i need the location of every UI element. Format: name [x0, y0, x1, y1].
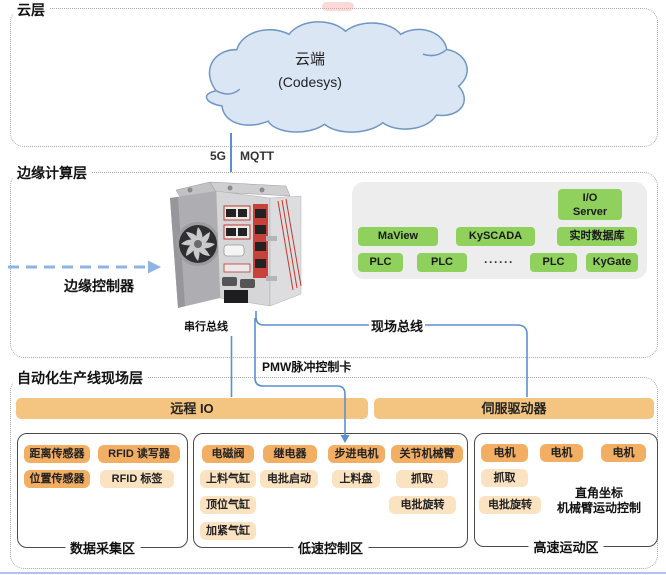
chip-screwdriver-rotate-high: 电批旋转: [479, 496, 541, 514]
field-layer-box: 自动化生产线现场层 远程 IO 伺服驱动器 距离传感器 RFID 读写器 位置传…: [10, 368, 658, 569]
io-server-line1: I/O: [582, 192, 598, 204]
app-box-kyscada: KySCADA: [456, 227, 535, 246]
edge-controller-image: [158, 176, 313, 318]
servo-drive-banner: 伺服驱动器: [374, 398, 654, 419]
chip-grab-low: 抓取: [396, 470, 448, 488]
highlight-smudge: [322, 2, 354, 11]
chip-stepper-motor: 步进电机: [328, 445, 385, 463]
edge-software-panel: I/O Server MaView KySCADA 实时数据库 PLC PLC …: [352, 182, 647, 279]
chip-screwdriver-rotate-low: 电批旋转: [389, 496, 456, 514]
chip-relay: 继电器: [263, 445, 317, 463]
plc-box-2: PLC: [417, 253, 467, 272]
zone-label-low-speed: 低速控制区: [292, 538, 369, 557]
chip-rfid-reader: RFID 读写器: [98, 445, 180, 463]
chip-motor-3: 电机: [601, 444, 646, 462]
chip-screwdriver-start: 电批启动: [260, 470, 318, 488]
cloud-shape: [205, 21, 468, 133]
field-layer-label: 自动化生产线现场层: [13, 368, 147, 388]
chip-grab-high: 抓取: [481, 469, 528, 487]
app-box-maview: MaView: [358, 227, 438, 246]
chip-rfid-tag: RFID 标签: [100, 470, 174, 488]
plc-ellipsis: ······: [484, 255, 514, 269]
plc-box-1: PLC: [358, 253, 403, 272]
io-server-line2: Server: [572, 206, 608, 218]
chip-feed-tray: 上料盘: [332, 470, 380, 488]
chip-distance-sensor: 距离传感器: [24, 445, 90, 463]
field-bus-label: 现场总线: [369, 316, 426, 335]
edge-layer-label: 边缘计算层: [13, 163, 91, 183]
cartesian-arm-note-line1: 直角坐标: [574, 486, 623, 500]
edge-controller-label: 边缘控制器: [62, 276, 136, 296]
zone-label-high-speed: 高速运动区: [528, 537, 604, 556]
cloud-title: 云端: [294, 51, 325, 68]
remote-io-banner: 远程 IO: [16, 398, 368, 419]
cloud-node: 云端 (Codesys): [210, 48, 410, 92]
bottom-edge-line: [0, 572, 666, 574]
zone-data-acquisition: 距离传感器 RFID 读写器 位置传感器 RFID 标签 数据采集区: [17, 433, 188, 557]
cloud-layer-box: 云层: [10, 0, 658, 147]
uplink-mqtt-label: MQTT: [238, 149, 276, 163]
serial-bus-label: 串行总线: [182, 318, 230, 334]
zone-label-data-acquisition: 数据采集区: [64, 538, 141, 557]
app-box-realtime-db: 实时数据库: [557, 227, 637, 246]
chip-motor-1: 电机: [481, 444, 528, 462]
zone-low-speed-control: 电磁阀 继电器 步进电机 关节机械臂 上料气缸 电批启动 上料盘 抓取 顶位气缸…: [193, 433, 468, 557]
chip-feed-cylinder: 上料气缸: [200, 470, 256, 488]
cloud-subtitle: (Codesys): [278, 74, 342, 90]
chip-clamp-cylinder: 加紧气缸: [200, 522, 256, 540]
chip-position-sensor: 位置传感器: [24, 470, 90, 488]
io-server-box: I/O Server: [558, 189, 622, 220]
chip-motor-2: 电机: [540, 444, 583, 462]
cloud-layer-label: 云层: [13, 0, 49, 20]
uplink-5g-label: 5G: [198, 149, 228, 163]
cartesian-arm-note: 直角坐标 机械臂运动控制: [545, 486, 653, 516]
chip-joint-arm: 关节机械臂: [391, 445, 463, 463]
zone-high-speed-motion: 电机 电机 电机 抓取 电批旋转 直角坐标 机械臂运动控制 高速运动区: [474, 433, 658, 556]
chip-solenoid-valve: 电磁阀: [202, 445, 254, 463]
plc-box-3: PLC: [530, 253, 577, 272]
cartesian-arm-note-line2: 机械臂运动控制: [556, 501, 641, 515]
pmw-card-label: PMW脉冲控制卡: [260, 358, 354, 375]
chip-top-cylinder: 顶位气缸: [200, 496, 256, 514]
kygate-box: KyGate: [586, 253, 638, 272]
